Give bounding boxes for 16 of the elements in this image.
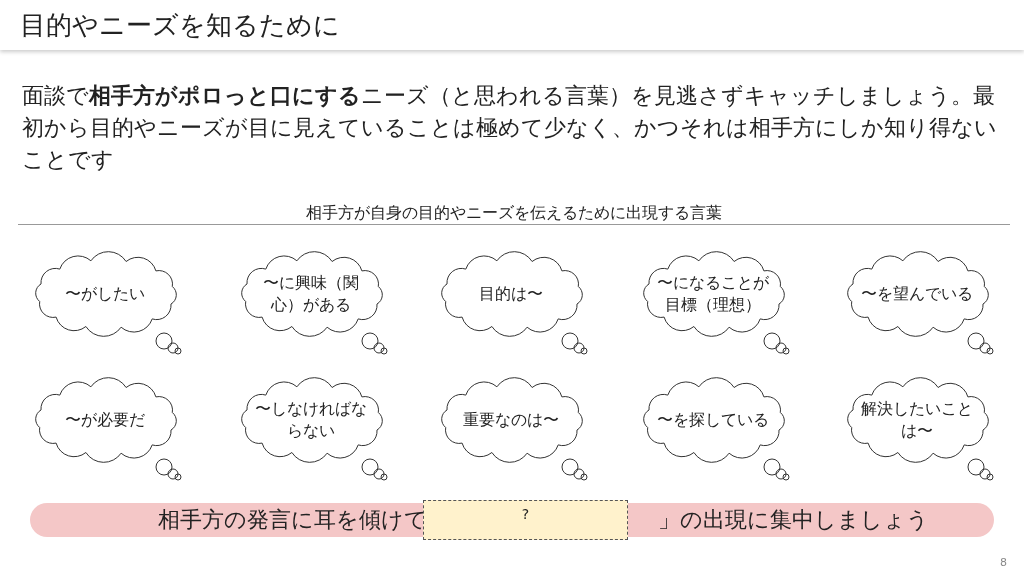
banner-text: 」の出現に集中しましょう <box>658 506 929 534</box>
bubble-text: 目的は〜 <box>478 283 544 305</box>
bubble-text: 重要なのは〜 <box>462 409 560 431</box>
bubble-text: 〜に興味（関心）がある <box>262 272 360 316</box>
answer-box: ? <box>423 500 628 540</box>
bubble-text: 〜しなければならない <box>255 398 367 442</box>
section-heading: 相手方が自身の目的やニーズを伝えるために出現する言葉 <box>305 202 723 224</box>
slide-title: 目的やニーズを知るために <box>20 9 340 42</box>
bubble-text: 〜が必要だ <box>64 409 146 431</box>
bubble-text: 〜になることが目標（理想） <box>657 272 769 316</box>
bubble-text: 〜がしたい <box>64 283 146 305</box>
page-number: 8 <box>1000 556 1007 569</box>
bubble-text: 〜を探している <box>657 409 769 431</box>
bubble-text: 解決したいことは〜 <box>861 398 973 442</box>
bubble-text: 〜を望んでいる <box>861 283 973 305</box>
intro-paragraph: 面談で相手方がポロっと口にするニーズ（と思われる言葉）を見逃さずキャッチしましょう。最初から目的やニーズが目に見えていることは極めて少なく、かつそれは相手方にしか知り得ないことです <box>22 82 997 174</box>
